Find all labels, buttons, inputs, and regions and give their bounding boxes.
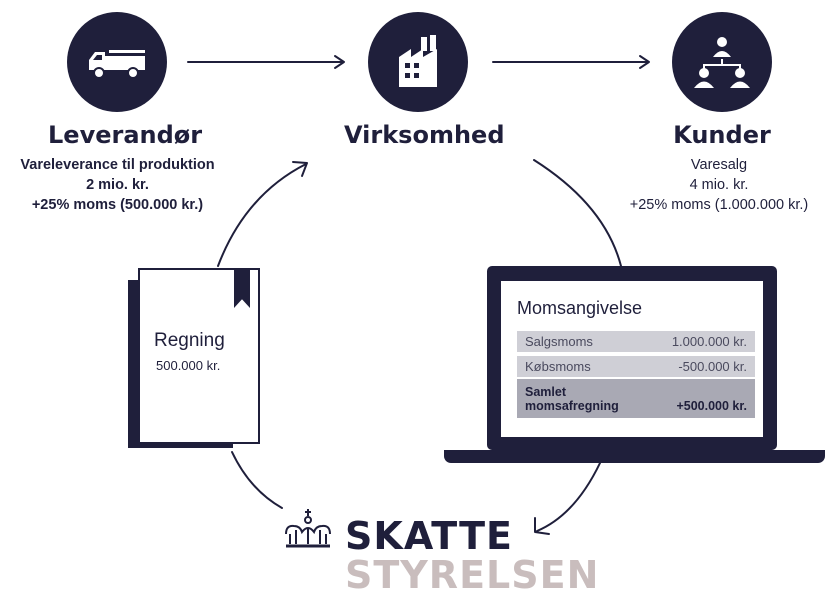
vat-row-purchases: Købsmoms -500.000 kr. [517,356,755,377]
invoice-title: Regning [154,330,225,351]
company-node [368,12,468,112]
vat-total-row: Samlet momsafregning +500.000 kr. [517,379,755,418]
vat-row-sales: Salgsmoms 1.000.000 kr. [517,331,755,352]
supplier-title: Leverandør [48,121,203,149]
factory-icon [399,35,437,87]
vat-row-label: Købsmoms [525,359,591,374]
flow-arrows [187,55,650,535]
logo-skatte: SKATTE [345,514,513,558]
customers-line-1: Varesalg [690,157,748,173]
supplier-line-3: +25% moms (500.000 kr.) [31,197,204,213]
bookmark-icon [234,268,250,308]
arrow-company-to-laptop [533,159,622,267]
vat-total-value: +500.000 kr. [676,399,747,413]
laptop-base [444,450,825,463]
vat-return-title: Momsangivelse [517,298,643,318]
supplier-node [67,12,167,112]
people-network-icon [694,37,750,88]
crown-icon [285,509,331,548]
logo-styrelsen: STYRELSEN [345,553,600,597]
customers-title: Kunder [673,121,771,149]
vat-row-value: 1.000.000 kr. [671,334,747,349]
truck-icon [89,50,145,79]
customers-node [672,12,772,112]
arrow-invoice-to-company [217,163,307,267]
customers-line-2: 4 mio. kr. [689,177,749,193]
company-title: Virksomhed [344,121,505,149]
supplier-line-2: 2 mio. kr. [86,177,149,193]
arrow-laptop-to-logo [536,462,601,532]
vat-row-label: Salgsmoms [525,334,593,349]
vat-row-value: -500.000 kr. [678,359,747,374]
customers-line-3: +25% moms (1.000.000 kr.) [629,197,809,213]
supplier-line-1: Vareleverance til produktion [20,157,215,173]
arrow-logo-to-invoice [231,451,283,509]
supplier-description: Vareleverance til produktion 2 mio. kr. … [0,155,235,215]
customers-description: Varesalg 4 mio. kr. +25% moms (1.000.000… [610,155,828,215]
invoice-amount: 500.000 kr. [156,358,221,373]
vat-total-label: Samlet momsafregning [525,385,619,413]
